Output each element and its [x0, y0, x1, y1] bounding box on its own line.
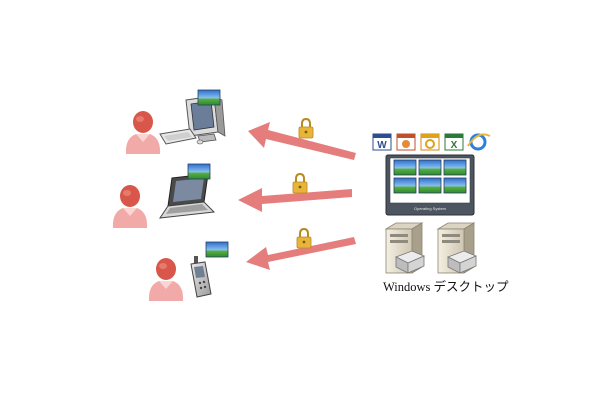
- user-icon-1: [125, 111, 161, 154]
- desktop-thumbnail: [393, 159, 417, 176]
- laptop-icon: [158, 173, 216, 219]
- screen-thumbnail-icon-1: [197, 89, 221, 106]
- desktop-thumbnail: [443, 159, 467, 176]
- panel-os-label: Operating System: [414, 206, 447, 211]
- internet-explorer-icon: [467, 133, 491, 151]
- lock-icon-desktop: [298, 118, 314, 139]
- connection-arrow-desktop: [248, 122, 356, 160]
- outlook-icon: [420, 133, 440, 151]
- user-icon-2: [112, 185, 148, 228]
- connection-arrow-laptop: [238, 188, 352, 212]
- connection-arrow-phone: [246, 237, 356, 270]
- desktop-screen-panel: Operating System: [385, 154, 475, 216]
- desktop-thumbnail: [393, 177, 417, 194]
- excel-icon: X: [444, 133, 464, 151]
- windows-desktop-caption: Windows デスクトップ: [383, 280, 509, 294]
- svg-text:X: X: [451, 140, 458, 151]
- word-icon: W: [372, 133, 392, 151]
- desktop-thumbnail: [418, 159, 442, 176]
- lock-icon-phone: [296, 228, 312, 249]
- desktop-thumbnail: [418, 177, 442, 194]
- lock-icon-laptop: [292, 173, 308, 194]
- powerpoint-icon: [396, 133, 416, 151]
- screen-thumbnail-icon-2: [187, 163, 211, 180]
- user-icon-3: [148, 258, 184, 301]
- svg-text:W: W: [377, 140, 387, 151]
- desktop-thumbnail: [443, 177, 467, 194]
- screen-thumbnail-icon-3: [205, 241, 229, 258]
- mobile-phone-icon: [190, 256, 212, 298]
- server-icon-2: [437, 222, 477, 274]
- server-icon-1: [385, 222, 425, 274]
- desktop-pc-icon: [159, 95, 226, 145]
